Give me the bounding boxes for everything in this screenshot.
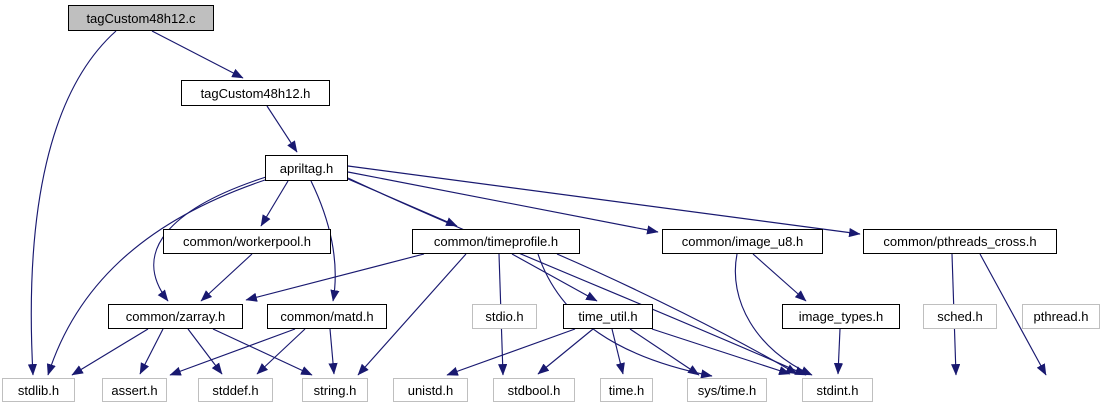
node-common-pthreads-cross-h[interactable]: common/pthreads_cross.h	[863, 229, 1057, 254]
edge-image-u8-to-stdint	[734, 253, 813, 376]
node-common-workerpool-h[interactable]: common/workerpool.h	[163, 229, 331, 254]
edge-time-util-to-stdbool	[537, 328, 594, 375]
edge-apriltag-to-stdlib	[46, 179, 266, 376]
edge-timeprofile-to-string	[357, 253, 467, 376]
node-stdlib-h: stdlib.h	[2, 378, 75, 402]
edge-matd-to-string	[328, 328, 338, 375]
edge-workerpool-to-zarray	[200, 253, 253, 302]
edge-tagcustom48h12c-to-stdlib	[27, 30, 117, 376]
node-string-h: string.h	[302, 378, 368, 402]
edge-timeprofile-to-time-util	[511, 253, 598, 302]
edge-time-util-to-sys-time	[629, 328, 700, 376]
node-apriltag-h[interactable]: apriltag.h	[265, 155, 348, 181]
node-tagcustom48h12-c: tagCustom48h12.c	[68, 5, 214, 31]
edge-apriltag-to-workerpool	[260, 180, 289, 227]
edge-apriltag-to-pthreads-cross	[347, 165, 861, 238]
edge-matd-to-assert	[169, 328, 296, 376]
edge-tagcustom48h12h-to-apriltag	[266, 105, 298, 153]
edge-timeprofile-to-stdint	[556, 253, 798, 375]
node-common-timeprofile-h[interactable]: common/timeprofile.h	[412, 229, 580, 254]
edge-time-util-to-unistd	[446, 328, 576, 376]
edge-image-u8-to-image-types	[752, 253, 807, 302]
edge-zarray-to-string	[212, 328, 313, 376]
node-common-matd-h[interactable]: common/matd.h	[267, 304, 387, 329]
edge-apriltag-to-stdint	[347, 177, 807, 376]
node-stdint-h: stdint.h	[802, 378, 873, 402]
node-common-zarray-h[interactable]: common/zarray.h	[108, 304, 243, 329]
edge-apriltag-to-matd	[310, 180, 340, 302]
node-stddef-h: stddef.h	[198, 378, 273, 402]
node-sched-h: sched.h	[923, 304, 997, 329]
edge-apriltag-to-image-u8	[347, 171, 659, 235]
node-assert-h: assert.h	[102, 378, 167, 402]
node-time-h: time.h	[600, 378, 653, 402]
edge-tagcustom48h12c-to-tagcustom48h12h	[151, 30, 244, 79]
edge-timeprofile-to-zarray	[245, 253, 425, 302]
node-unistd-h: unistd.h	[393, 378, 468, 402]
edge-image-types-to-stdint	[833, 328, 844, 375]
node-stdio-h: stdio.h	[472, 304, 537, 329]
node-image-types-h[interactable]: image_types.h	[782, 304, 900, 329]
edge-zarray-to-stddef	[187, 328, 223, 375]
node-time-util-h[interactable]: time_util.h	[563, 304, 653, 329]
edge-zarray-to-stdlib	[71, 328, 149, 376]
node-tagcustom48h12-h[interactable]: tagCustom48h12.h	[181, 80, 330, 106]
edge-zarray-to-assert	[139, 328, 164, 375]
edge-pthreads-cross-to-pthread	[979, 253, 1047, 376]
edge-matd-to-stddef	[256, 328, 306, 375]
node-pthread-h: pthread.h	[1022, 304, 1100, 329]
node-sys-time-h: sys/time.h	[687, 378, 767, 402]
edge-time-util-to-stdint	[651, 328, 791, 375]
edge-timeprofile-to-sys-time	[537, 253, 713, 379]
node-common-image-u8-h[interactable]: common/image_u8.h	[662, 229, 823, 254]
edge-time-util-to-time	[611, 328, 625, 375]
node-stdbool-h: stdbool.h	[493, 378, 575, 402]
